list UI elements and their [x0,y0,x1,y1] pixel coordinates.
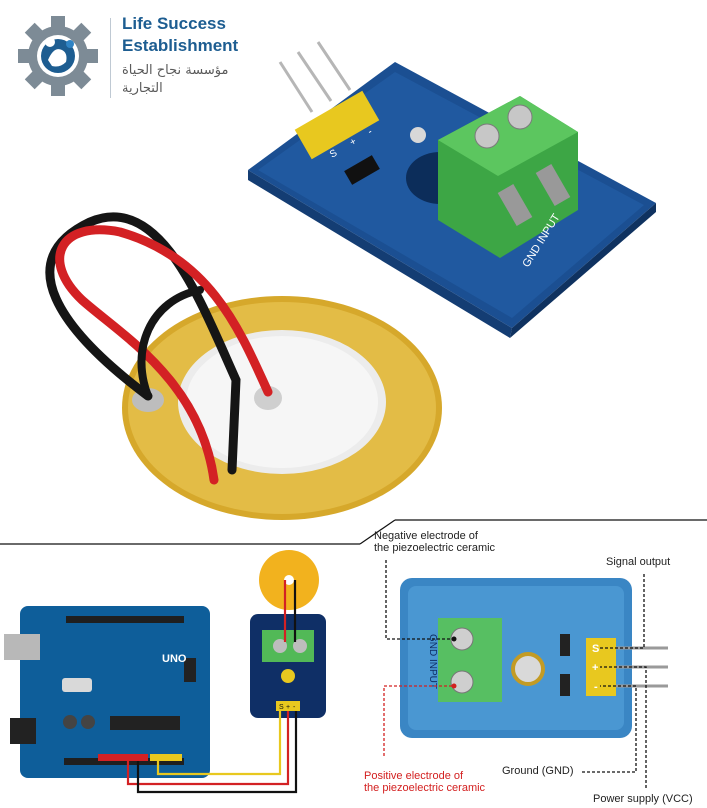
piezo-wires [45,212,273,485]
logo-title-line1: Life Success [122,14,226,33]
pinout-pin-label-minus: - [594,681,598,693]
pinout-leader-lines [383,560,647,788]
arduino-uno-board: UNO [4,606,210,778]
positive-electrode-label: Positive electrode of the piezoelectric … [364,770,486,794]
arduino-board-name: UNO [162,653,187,665]
logo-arabic-line2: التجارية [122,81,163,96]
photo-pin-label-s: S [328,148,340,161]
piezo-module-board: S + - GND INPUT [248,41,656,338]
piezo-disc [122,296,442,520]
signal-output-label: Signal output [606,556,671,568]
pinout-module-board: GND INPUT S + - [400,578,668,738]
negative-electrode-label: Negative electrode of the piezoelectric … [374,530,496,554]
product-photo: S + - GND INPUT [45,41,656,520]
pinout-pin-label-plus: + [592,662,598,674]
diagram-pin-label-plus: + [286,704,290,711]
diagram-piezo-disc [259,550,319,610]
ground-label: Ground (GND) [502,765,574,777]
power-supply-label: Power supply (VCC) [593,793,693,805]
pinout-pin-label-s: S [592,643,599,655]
pinout-terminal-label: GND INPUT [427,634,438,689]
section-frame [0,519,707,545]
logo-title-line2: Establishment [122,36,239,55]
photo-pin-label-plus: + [348,136,359,149]
diagram-piezo-module: S + - [250,614,326,718]
diagram-wires [126,580,298,794]
logo-arabic-line1: مؤسسة نجاح الحياة [122,63,229,78]
diagram-pin-label-s: S [279,704,284,711]
logo-divider [110,18,111,98]
pinout-diagram: GND INPUT S + - [383,560,668,788]
gear-logo-icon [18,16,98,96]
wiring-diagram: UNO S + - [4,550,326,794]
photo-pin-label-minus: - [366,126,374,137]
diagram-pin-label-minus: - [293,704,296,711]
